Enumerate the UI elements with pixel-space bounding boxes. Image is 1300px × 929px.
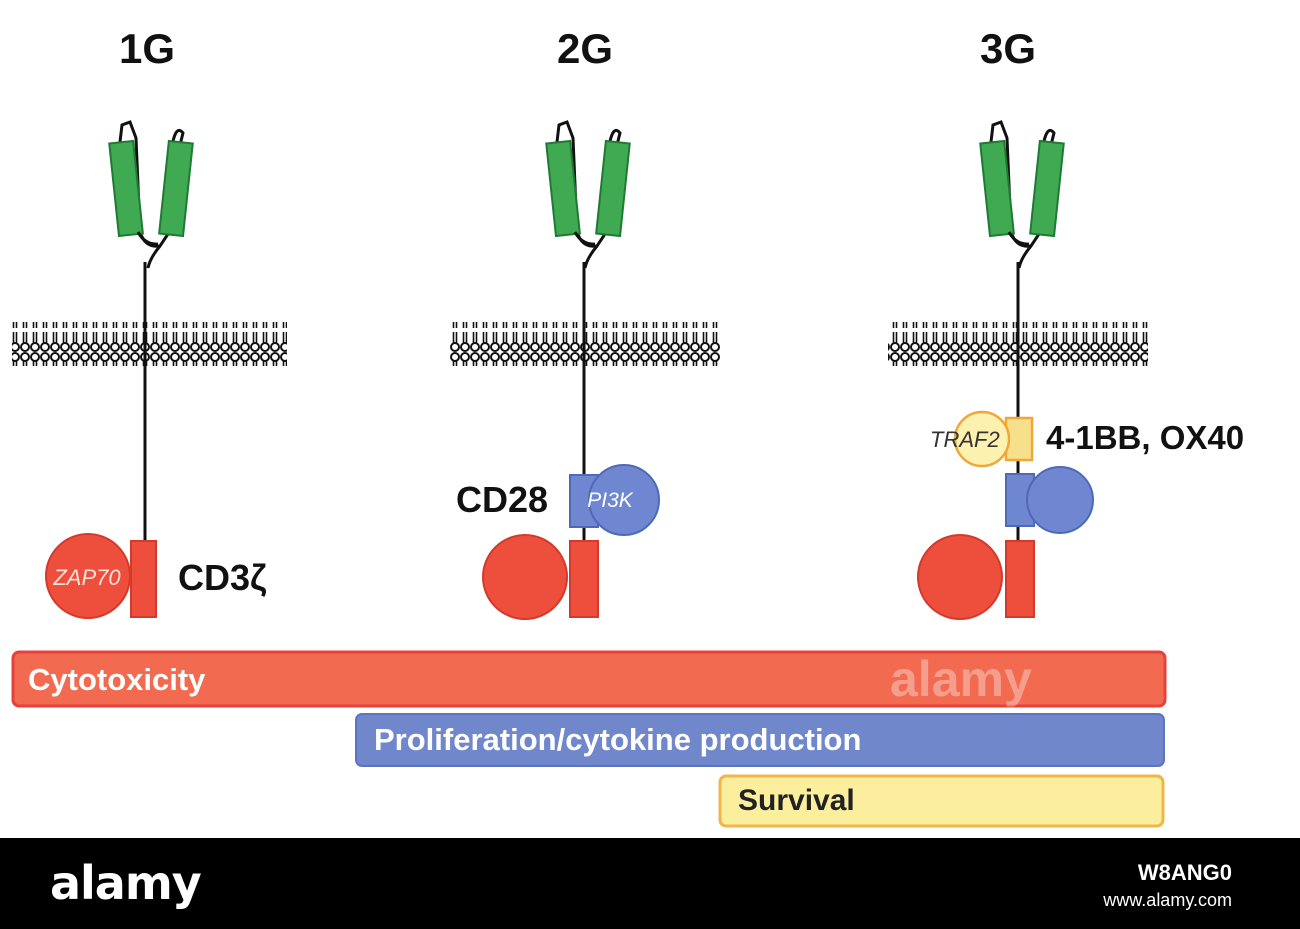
function-bar-proliferation: Proliferation/cytokine production bbox=[355, 713, 1165, 767]
zap70-label: ZAP70 bbox=[52, 565, 121, 590]
traf2-adaptor bbox=[953, 410, 1011, 468]
image-id: W8ANG0 bbox=[1137, 860, 1232, 885]
cd3z-domain bbox=[130, 540, 157, 618]
zap70-kinase bbox=[917, 534, 1003, 620]
receptor-2g: PI3K CD28 bbox=[450, 120, 720, 620]
cytotoxicity-label: Cytotoxicity bbox=[28, 662, 206, 697]
pi3k-kinase bbox=[588, 464, 660, 536]
zap70-kinase bbox=[482, 534, 568, 620]
title-2g: 2G bbox=[557, 25, 613, 72]
alamy-logo: alamy bbox=[50, 856, 202, 910]
receptor-3g: TRAF2 4-1BB, OX40 bbox=[888, 120, 1244, 620]
scfv-domain bbox=[545, 120, 631, 269]
cd3z-domain bbox=[1005, 540, 1035, 618]
cd3z-domain bbox=[569, 540, 599, 618]
function-bar-cytotoxicity: Cytotoxicity bbox=[11, 650, 1167, 708]
cd3z-label: CD3ζ bbox=[178, 557, 267, 598]
scfv-domain bbox=[979, 120, 1065, 269]
zap70-kinase bbox=[45, 533, 131, 619]
car-t-generations-diagram: 1G 2G 3G ZAP70 CD3ζ PI3K bbox=[11, 25, 1244, 828]
watermark-url: www.alamy.com bbox=[1103, 890, 1232, 910]
cd28-label: CD28 bbox=[456, 479, 548, 520]
traf2-label: TRAF2 bbox=[930, 427, 1000, 452]
function-bar-survival: Survival bbox=[718, 774, 1165, 828]
watermark-logo-overlay: alamy bbox=[890, 651, 1032, 707]
cell-membrane bbox=[12, 322, 287, 366]
pi3k-kinase bbox=[1026, 466, 1094, 534]
watermark-footer: alamy W8ANG0 www.alamy.com bbox=[0, 838, 1300, 929]
survival-label: Survival bbox=[738, 784, 855, 817]
proliferation-label: Proliferation/cytokine production bbox=[374, 722, 861, 757]
scfv-domain bbox=[108, 120, 194, 269]
receptor-1g: ZAP70 CD3ζ bbox=[12, 120, 287, 619]
pi3k-label: PI3K bbox=[587, 489, 634, 512]
title-1g: 1G bbox=[119, 25, 175, 72]
41bb-ox40-label: 4-1BB, OX40 bbox=[1046, 419, 1244, 456]
title-3g: 3G bbox=[980, 25, 1036, 72]
